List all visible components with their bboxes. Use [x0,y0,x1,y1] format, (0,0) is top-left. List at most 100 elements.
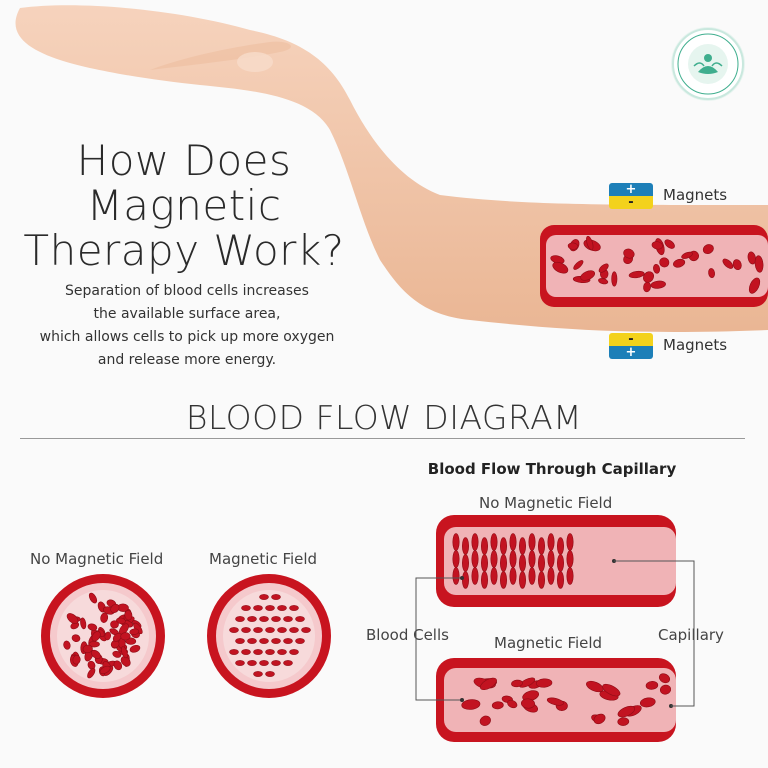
red-blood-cell [277,649,287,655]
red-blood-cell [557,554,565,572]
red-blood-cell [124,610,133,621]
red-blood-cell [88,592,98,604]
magnet-minus: - [609,196,653,209]
red-blood-cell [104,631,111,641]
red-blood-cell [253,671,263,677]
red-blood-cell [120,632,131,641]
red-blood-cell [480,571,488,589]
red-blood-cell [100,612,109,623]
red-blood-cell [528,550,536,568]
red-blood-cell [507,699,518,709]
red-blood-cell [566,533,574,551]
red-blood-cell [271,616,281,622]
section-title: BLOOD FLOW DIAGRAM [185,398,583,437]
red-blood-cell [112,632,122,642]
cross-section-right-label: Magnetic Field [209,550,318,568]
red-blood-cell [110,620,119,629]
magnet-minus-bottom: - [609,333,653,346]
red-blood-cell [500,554,508,572]
red-blood-cell [63,640,71,650]
red-blood-cell [241,605,251,611]
subtitle-line-1: Separation of blood cells increases [65,283,309,299]
red-blood-cell [538,537,546,555]
red-blood-cell [110,603,120,614]
red-blood-cell [247,638,257,644]
red-blood-cell [538,571,546,589]
red-blood-cell [289,649,299,655]
red-blood-cell [611,271,618,287]
red-blood-cell [681,251,693,259]
red-blood-cell [259,616,269,622]
red-blood-cell [673,258,686,268]
red-blood-cell [702,244,714,254]
red-blood-cell [80,617,87,630]
red-blood-cell [241,627,251,633]
red-blood-cell [480,537,488,555]
subtitle-line-4: and release more energy. [97,352,277,368]
red-blood-cell [598,278,609,285]
logo-emblem-icon [677,33,739,95]
red-blood-cell [71,634,81,642]
red-blood-cell [479,715,491,726]
page-title: How Does Magnetic Therapy Work? [14,138,354,273]
red-blood-cell [500,537,508,555]
red-blood-cell [708,268,715,278]
red-blood-cell [452,567,460,585]
red-blood-cell [509,533,517,551]
red-blood-cell [301,627,311,633]
red-blood-cell [253,649,263,655]
red-blood-cell [289,627,299,633]
red-blood-cell [113,660,123,671]
red-blood-cell [66,613,79,624]
red-blood-cell [247,660,257,666]
title-line-1: How Does [76,136,292,185]
red-blood-cell [129,628,140,635]
section-divider [20,438,745,439]
red-blood-cell [277,605,287,611]
red-blood-cell [259,660,269,666]
red-blood-cell [754,255,764,273]
red-blood-cell [490,533,498,551]
red-blood-cell [747,251,756,265]
red-blood-cell [461,554,469,572]
red-blood-cell [519,571,527,589]
capillary-top-label: No Magnetic Field [479,494,613,512]
red-blood-cell [566,567,574,585]
red-blood-cell [112,650,122,658]
red-blood-cell [295,616,305,622]
red-blood-cell [580,270,596,281]
arm-blood-vessel [540,225,768,307]
red-blood-cell [471,533,479,551]
red-blood-cell [651,241,663,250]
magnet-plus: + [609,183,653,196]
red-blood-cell [617,717,630,726]
red-blood-cell [490,550,498,568]
red-blood-cell [519,554,527,572]
red-blood-cell [500,571,508,589]
red-blood-cell [520,698,535,709]
arm-blood-cells [550,235,764,294]
red-blood-cell [480,554,488,572]
red-blood-cell [452,550,460,568]
red-blood-cell [535,678,553,688]
magnet-top-icon: + - [609,183,653,209]
red-blood-cell [528,567,536,585]
red-blood-cell [235,660,245,666]
red-blood-cell [722,258,734,269]
red-blood-cell [116,617,126,625]
red-blood-cell [547,567,555,585]
red-blood-cell [235,616,245,622]
red-blood-cell [289,605,299,611]
cross-section-magnetic-field [207,574,331,698]
clustered-blood-cells [63,592,143,679]
red-blood-cell [643,271,655,283]
red-blood-cell [253,605,263,611]
red-blood-cell [265,605,275,611]
red-blood-cell [247,616,257,622]
red-blood-cell [557,571,565,589]
red-blood-cell [265,671,275,677]
title-line-2: Magnetic [86,181,282,230]
red-blood-cell [259,638,269,644]
capillary-magnetic-field [436,658,676,742]
red-blood-cell [452,533,460,551]
